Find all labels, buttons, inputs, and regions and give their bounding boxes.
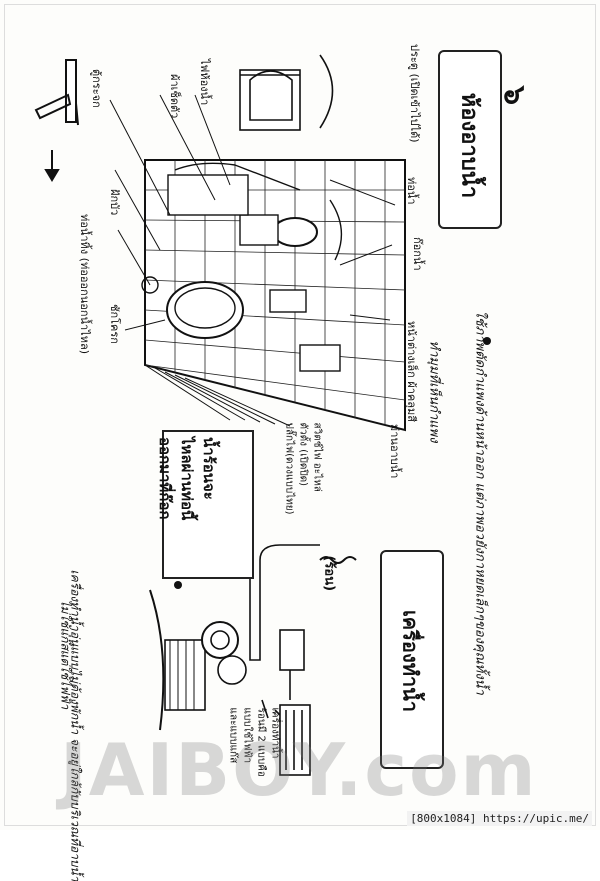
bullet-dot-1 <box>483 337 491 345</box>
label-toilet-pipe: ท่อน้ำ <box>405 177 418 205</box>
arrow-icon <box>44 150 60 182</box>
bullet-dot-2 <box>174 581 182 589</box>
side-note-line2: ตัวตั้ง (เปิดปิด) <box>297 422 309 487</box>
sketch-illustration <box>34 54 491 776</box>
section2-bullet-text-2: ไม่ใช้แก๊สแต่ใช้ไฟฟ้า <box>58 599 73 710</box>
side-note-line3: ปลั๊กไฟ(ดวงแบบไทย) <box>283 422 295 515</box>
section1-title: ห้องอาบน้ำ <box>456 92 482 199</box>
note-box-line3: ออกมาที่ก๊อก <box>156 437 174 520</box>
label-faucet: ก๊อกน้ำ <box>411 237 424 271</box>
label-mirror: ตู้กระจก <box>90 69 103 108</box>
label-curtain: ม่านอาบน้ำ <box>388 424 401 479</box>
section2-title: เครื่องทำน้ำ <box>398 609 423 713</box>
watermark: JAIBOY.com <box>60 728 538 812</box>
label-door: ประตู (เปิดเข้าไปได้) <box>408 44 421 143</box>
note-box-line2: ไหลผ่านท่อนี้ <box>178 437 196 521</box>
hot-water-note-box <box>162 430 254 579</box>
footer-url: [800x1084] https://upic.me/ <box>407 811 592 826</box>
label-shower: ฝักบัว <box>108 189 121 216</box>
side-note-line1: สวิตช์ไฟ อะไหล่ <box>311 422 323 492</box>
label-window: หน้าต่างเล็ก ผ้าคลุมสี <box>405 321 418 422</box>
page-border <box>4 4 596 826</box>
spatula-icon <box>34 59 79 126</box>
door-sketch <box>239 54 334 131</box>
section2-title-scroll <box>380 550 444 769</box>
document-page: ๖ ห้องอาบน้ำ ใช้ภาพตัดกำแพงด้านหน้าออก แ… <box>4 4 596 881</box>
water-heater-drawing <box>149 544 357 776</box>
note-box-line1: น้ำร้อนจะ <box>200 437 218 500</box>
bathroom-drawing <box>141 159 406 432</box>
section1-bullet-text-2: ทำมุมที่เห็นกำแพง <box>426 340 442 443</box>
hot-label: (ร้อน) <box>321 555 337 592</box>
label-tub-pipe: ท่อน้ำทิ้ง (ท่อออกนอกน้ำไหล) <box>78 214 91 354</box>
section1-title-scroll <box>438 50 502 229</box>
label-toilet: ชักโครก <box>108 304 121 344</box>
label-bathroom-light: ไฟห้องน้ำ <box>198 59 211 106</box>
section1-bullet-text: ใช้ภาพตัดกำแพงด้านหน้าออก แต่ภาพอวยังกาห… <box>472 310 488 695</box>
label-towel: ผ้าเช็ดตัว <box>168 74 181 119</box>
